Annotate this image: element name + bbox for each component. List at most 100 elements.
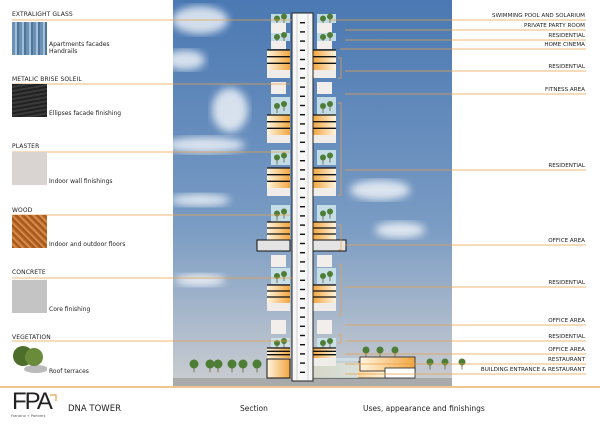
- material-description: Indoor and outdoor floors: [49, 241, 125, 248]
- stair-landing: [300, 206, 305, 208]
- stair-landing: [300, 215, 305, 217]
- plaster-block: [271, 320, 286, 334]
- residential-floor: [313, 291, 336, 297]
- residential-floor: [313, 128, 336, 135]
- stair-landing: [300, 123, 305, 125]
- residential-floor: [313, 63, 336, 70]
- tree-icon: [274, 15, 280, 22]
- metal-swatch: [12, 84, 47, 117]
- tree-icon: [376, 346, 384, 354]
- plaster-panel: [313, 70, 336, 78]
- stair-landing: [300, 344, 305, 346]
- plaster-block: [317, 23, 332, 33]
- use-label: RESTAURANT: [548, 357, 585, 363]
- stair-landing: [300, 104, 305, 107]
- stair-landing: [300, 196, 305, 199]
- fpa-logo: FPA: [12, 388, 53, 415]
- stair-landing: [300, 233, 305, 235]
- material-description: Indoor wall finishings: [49, 178, 113, 185]
- tree-icon: [281, 101, 287, 107]
- base-restaurant: [266, 358, 291, 379]
- stair-landing: [300, 334, 305, 337]
- glass-terrace: [317, 338, 336, 348]
- stair-landing: [300, 270, 305, 272]
- glass-terrace: [317, 150, 336, 165]
- use-label: PRIVATE PARTY ROOM: [524, 23, 585, 29]
- glass-terrace: [317, 97, 336, 115]
- description-line: Ellipses facade finishing: [49, 110, 122, 117]
- residential-floor: [267, 168, 290, 175]
- stair-landing: [300, 95, 305, 97]
- use-label: RESIDENTIAL: [548, 280, 585, 286]
- residential-floor: [267, 115, 290, 122]
- stair-landing: [300, 307, 305, 309]
- tree-icon: [327, 13, 333, 20]
- stair-landing: [300, 242, 305, 245]
- stair-landing: [300, 252, 305, 254]
- residential-floor: [267, 222, 290, 228]
- use-label: RESIDENTIAL: [548, 163, 585, 169]
- tree-icon: [213, 359, 223, 369]
- residential-floor: [267, 285, 290, 291]
- residential-floor: [267, 291, 290, 297]
- drawing-type: Section: [240, 404, 268, 413]
- glass-terrace: [271, 338, 290, 348]
- stair-landing: [300, 325, 305, 327]
- residential-floor: [267, 63, 290, 70]
- plaster-block: [317, 41, 332, 49]
- tree-icon: [458, 358, 466, 366]
- plaster-block: [317, 82, 332, 94]
- material-title: CONCRETE: [12, 269, 46, 276]
- plaster-block: [271, 41, 286, 49]
- residential-floor: [313, 354, 336, 358]
- use-label: RESIDENTIAL: [548, 334, 585, 340]
- use-label: OFFICE AREA: [548, 238, 585, 244]
- stair-landing: [300, 141, 305, 143]
- plaster-panel: [267, 188, 290, 196]
- residential-floor: [313, 174, 336, 182]
- tree-icon: [320, 15, 326, 22]
- stair-landing: [300, 132, 305, 134]
- tree-icon: [327, 208, 333, 215]
- tree-icon: [320, 340, 326, 346]
- tree-icon: [320, 34, 326, 40]
- cloud: [170, 194, 230, 206]
- plaster-block: [317, 255, 332, 267]
- tree-icon: [426, 358, 434, 366]
- material-title: VEGETATION: [12, 334, 51, 341]
- glass-terrace: [271, 268, 290, 284]
- plaster-panel: [313, 188, 336, 196]
- residential-floor: [267, 50, 290, 57]
- tree-icon: [281, 208, 287, 215]
- glass-terrace: [271, 97, 290, 115]
- plaster-panel: [267, 135, 290, 143]
- stair-landing: [300, 77, 305, 79]
- stair-landing: [300, 22, 305, 24]
- ground: [173, 378, 452, 386]
- use-label: RESIDENTIAL: [548, 33, 585, 39]
- plaster-panel: [313, 358, 336, 366]
- description-line: Roof terraces: [49, 368, 89, 375]
- floor-range-bracket: [338, 264, 342, 316]
- use-label: OFFICE AREA: [548, 347, 585, 353]
- stair-landing: [300, 224, 305, 226]
- stair-landing: [300, 187, 305, 189]
- residential-floor: [313, 222, 336, 228]
- residential-floor: [267, 121, 290, 129]
- use-label: HOME CINEMA: [544, 42, 585, 48]
- floor-range-bracket: [338, 57, 342, 79]
- use-label: BUILDING ENTRANCE & RESTAURANT: [480, 367, 585, 373]
- tree-icon: [327, 32, 333, 38]
- residential-floor: [313, 351, 336, 355]
- logo-subtitle: Franzino + Partners: [11, 414, 46, 418]
- tree-icon: [320, 210, 326, 217]
- stair-landing: [300, 371, 305, 373]
- stair-landing: [300, 150, 305, 153]
- plaster-block: [271, 23, 286, 33]
- floor-range-bracket: [338, 334, 342, 344]
- stair-landing: [300, 68, 305, 70]
- stair-landing: [300, 114, 305, 116]
- tree-icon: [391, 346, 399, 354]
